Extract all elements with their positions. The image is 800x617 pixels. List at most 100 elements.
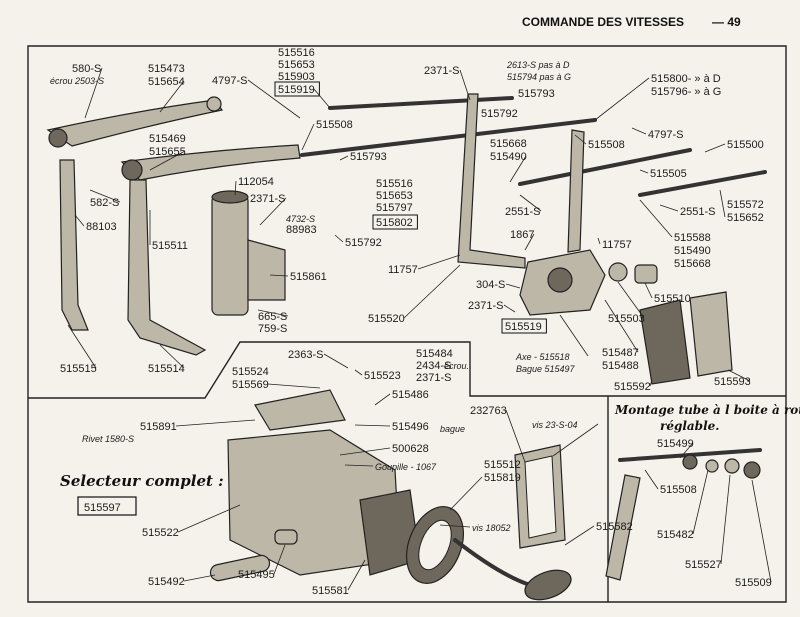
callout-label: 2363-S [288,349,323,361]
callout-label: 2551-S [680,206,715,218]
leader-line [631,127,647,135]
callout-label: 515495 [238,569,275,581]
callout-label: Rivet 1580-S [82,434,134,444]
callout-label: 515484 [416,348,453,360]
callout-label: 11757 [388,264,418,276]
callout-label: 4797-S [212,75,247,87]
callout-label: 515496 [392,421,429,433]
callout-label: 515511 [152,240,188,252]
callout-label: 2371-S [468,300,503,312]
callout-label: 515522 [142,527,179,539]
leader-line [354,424,391,427]
leader-line [604,299,639,353]
gasket-515593 [689,291,733,377]
callout-label: 515527 [685,559,722,571]
callout-label: 515469 [149,133,186,145]
callout-label: 515508 [660,484,697,496]
housing-ball [547,267,573,293]
mounting-title-line2: réglable. [660,419,719,433]
callout-label: 515503 [608,313,645,325]
leader-line [505,409,526,463]
right-shift-rod [638,170,767,197]
callout-label: 515592 [614,381,651,393]
lower-lever-arm [120,144,301,181]
leader-line [751,479,772,583]
ring-515503 [608,262,628,282]
leader-line [644,282,653,299]
selector-fork [254,389,346,431]
washer-515527 [724,458,740,474]
leader-line [74,214,85,227]
callout-label: 515792 [345,237,382,249]
callout-box [274,81,320,97]
callout-label: 515505 [650,168,687,180]
callout-label: 515903 [278,71,315,83]
left-shaft-515515 [59,159,89,331]
leader-line [505,283,521,289]
support-bracket [247,239,286,301]
callout-label: 515593 [714,376,751,388]
callout-label: Axe - 515518 [515,352,570,362]
leader-line [519,194,542,212]
callout-label: 515819 [484,472,521,484]
leader-line [639,199,673,238]
leader-line [339,447,391,456]
leader-line [509,155,527,183]
gate-slot [418,519,452,571]
callout-label: Bague 515497 [516,364,576,374]
callout-label: 515793 [518,88,555,100]
callout-label: 582-S [90,197,119,209]
leader-line [159,344,185,369]
leader-line [417,254,461,270]
callout-label: 515654 [148,76,185,88]
leader-line [403,264,461,319]
selector-panel-frame [28,341,786,399]
callout-label: 88103 [86,221,117,233]
callout-label: 2371-S [424,65,459,77]
callout-label: 515582 [596,521,633,533]
callout-label: 515524 [232,366,269,378]
callout-label: 515588 [674,232,711,244]
leader-line [89,189,121,203]
leader-line [67,324,97,369]
callout-label: 515861 [290,271,327,283]
callout-label: 515514 [148,363,185,375]
callout-label: 515793 [350,151,387,163]
callout-label: 515509 [735,577,772,589]
callout-label: 112054 [238,176,274,188]
callout-label: 515655 [149,146,186,158]
mounting-arm [605,474,641,581]
leader-line [347,559,366,591]
leader-line [720,474,731,565]
callout-label: 515482 [657,529,694,541]
leader-line [727,369,751,382]
callout-label: 515520 [368,313,405,325]
leader-line [719,189,726,218]
leader-line [692,469,709,535]
nut-515509 [743,461,761,479]
lower-arm-boss [121,159,143,181]
callout-label: 515473 [148,63,185,75]
leader-line [257,309,289,317]
callout-label: 515515 [60,363,97,375]
callout-label: Goupille - 1067 [375,462,437,472]
leader-line [259,197,287,226]
callout-label: 515919 [278,84,315,96]
leader-line [313,88,331,109]
gear-lever [453,538,532,587]
leader-line [84,67,103,119]
callout-label: 515512 [484,459,521,471]
callout-label: 515486 [392,389,429,401]
callout-label: 515519 [505,321,542,333]
callout-label: 515652 [727,212,764,224]
leader-line [267,383,321,389]
callout-label: 515508 [588,139,625,151]
leader-line [594,77,650,121]
callout-label: 515797 [376,202,413,214]
callout-label: 2551-S [505,206,540,218]
callout-label: 1867 [510,229,534,241]
callout-label: 515891 [140,421,177,433]
leader-line [574,134,587,145]
